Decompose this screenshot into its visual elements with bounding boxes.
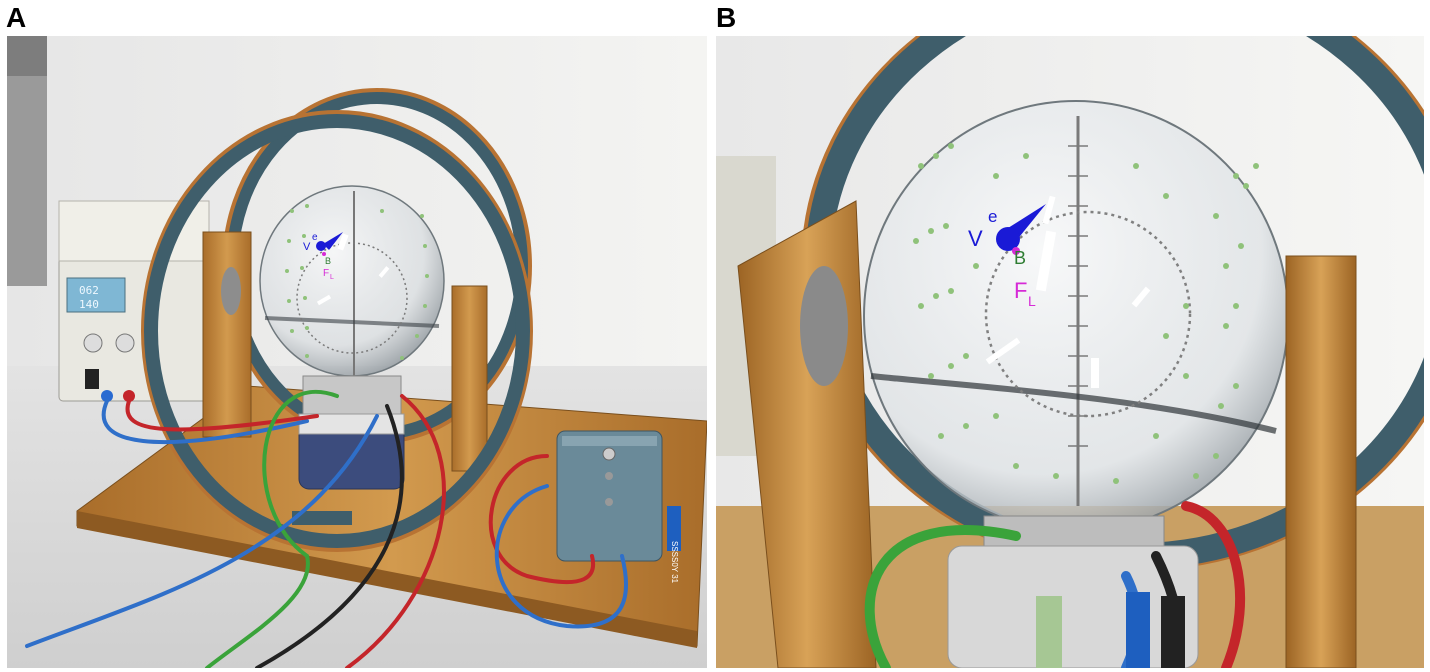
- label-force: F: [323, 268, 329, 279]
- cables: [25, 389, 629, 668]
- magnetic-field-markers: [285, 204, 429, 360]
- photo-panel-b: V e B F L: [716, 36, 1424, 668]
- magnetic-field-markers-closeup: [913, 143, 1259, 484]
- power-supply: 062 140: [58, 200, 210, 402]
- meter-reading-bottom: 140: [79, 298, 99, 311]
- teltron-apparatus-photo-b: V e B F L: [716, 36, 1424, 668]
- label-force-b: F: [1014, 278, 1027, 303]
- box-label: SSSS0Y 31: [670, 541, 679, 584]
- teltron-apparatus-photo-a: 062 140 V e B F L: [7, 36, 707, 668]
- label-field-b: B: [325, 256, 331, 266]
- label-force-sub: L: [330, 274, 334, 281]
- panel-label-a: A: [6, 2, 27, 33]
- label-velocity-b: V: [968, 226, 983, 251]
- label-electron-b: e: [988, 207, 997, 226]
- vector-annotation-b: V e B F L: [968, 204, 1046, 309]
- vector-annotation-a: V e B F L: [303, 232, 343, 281]
- photo-panel-a: 062 140 V e B F L: [7, 36, 707, 668]
- label-field-b-closeup: B: [1014, 248, 1026, 268]
- label-force-sub-b: L: [1028, 293, 1036, 309]
- meter-reading-top: 062: [79, 284, 99, 297]
- junction-box: [556, 430, 681, 562]
- label-velocity: V: [303, 241, 311, 253]
- label-electron: e: [312, 232, 318, 243]
- electron-tube-bulb-closeup: [863, 100, 1289, 532]
- panel-label-b: B: [716, 2, 737, 33]
